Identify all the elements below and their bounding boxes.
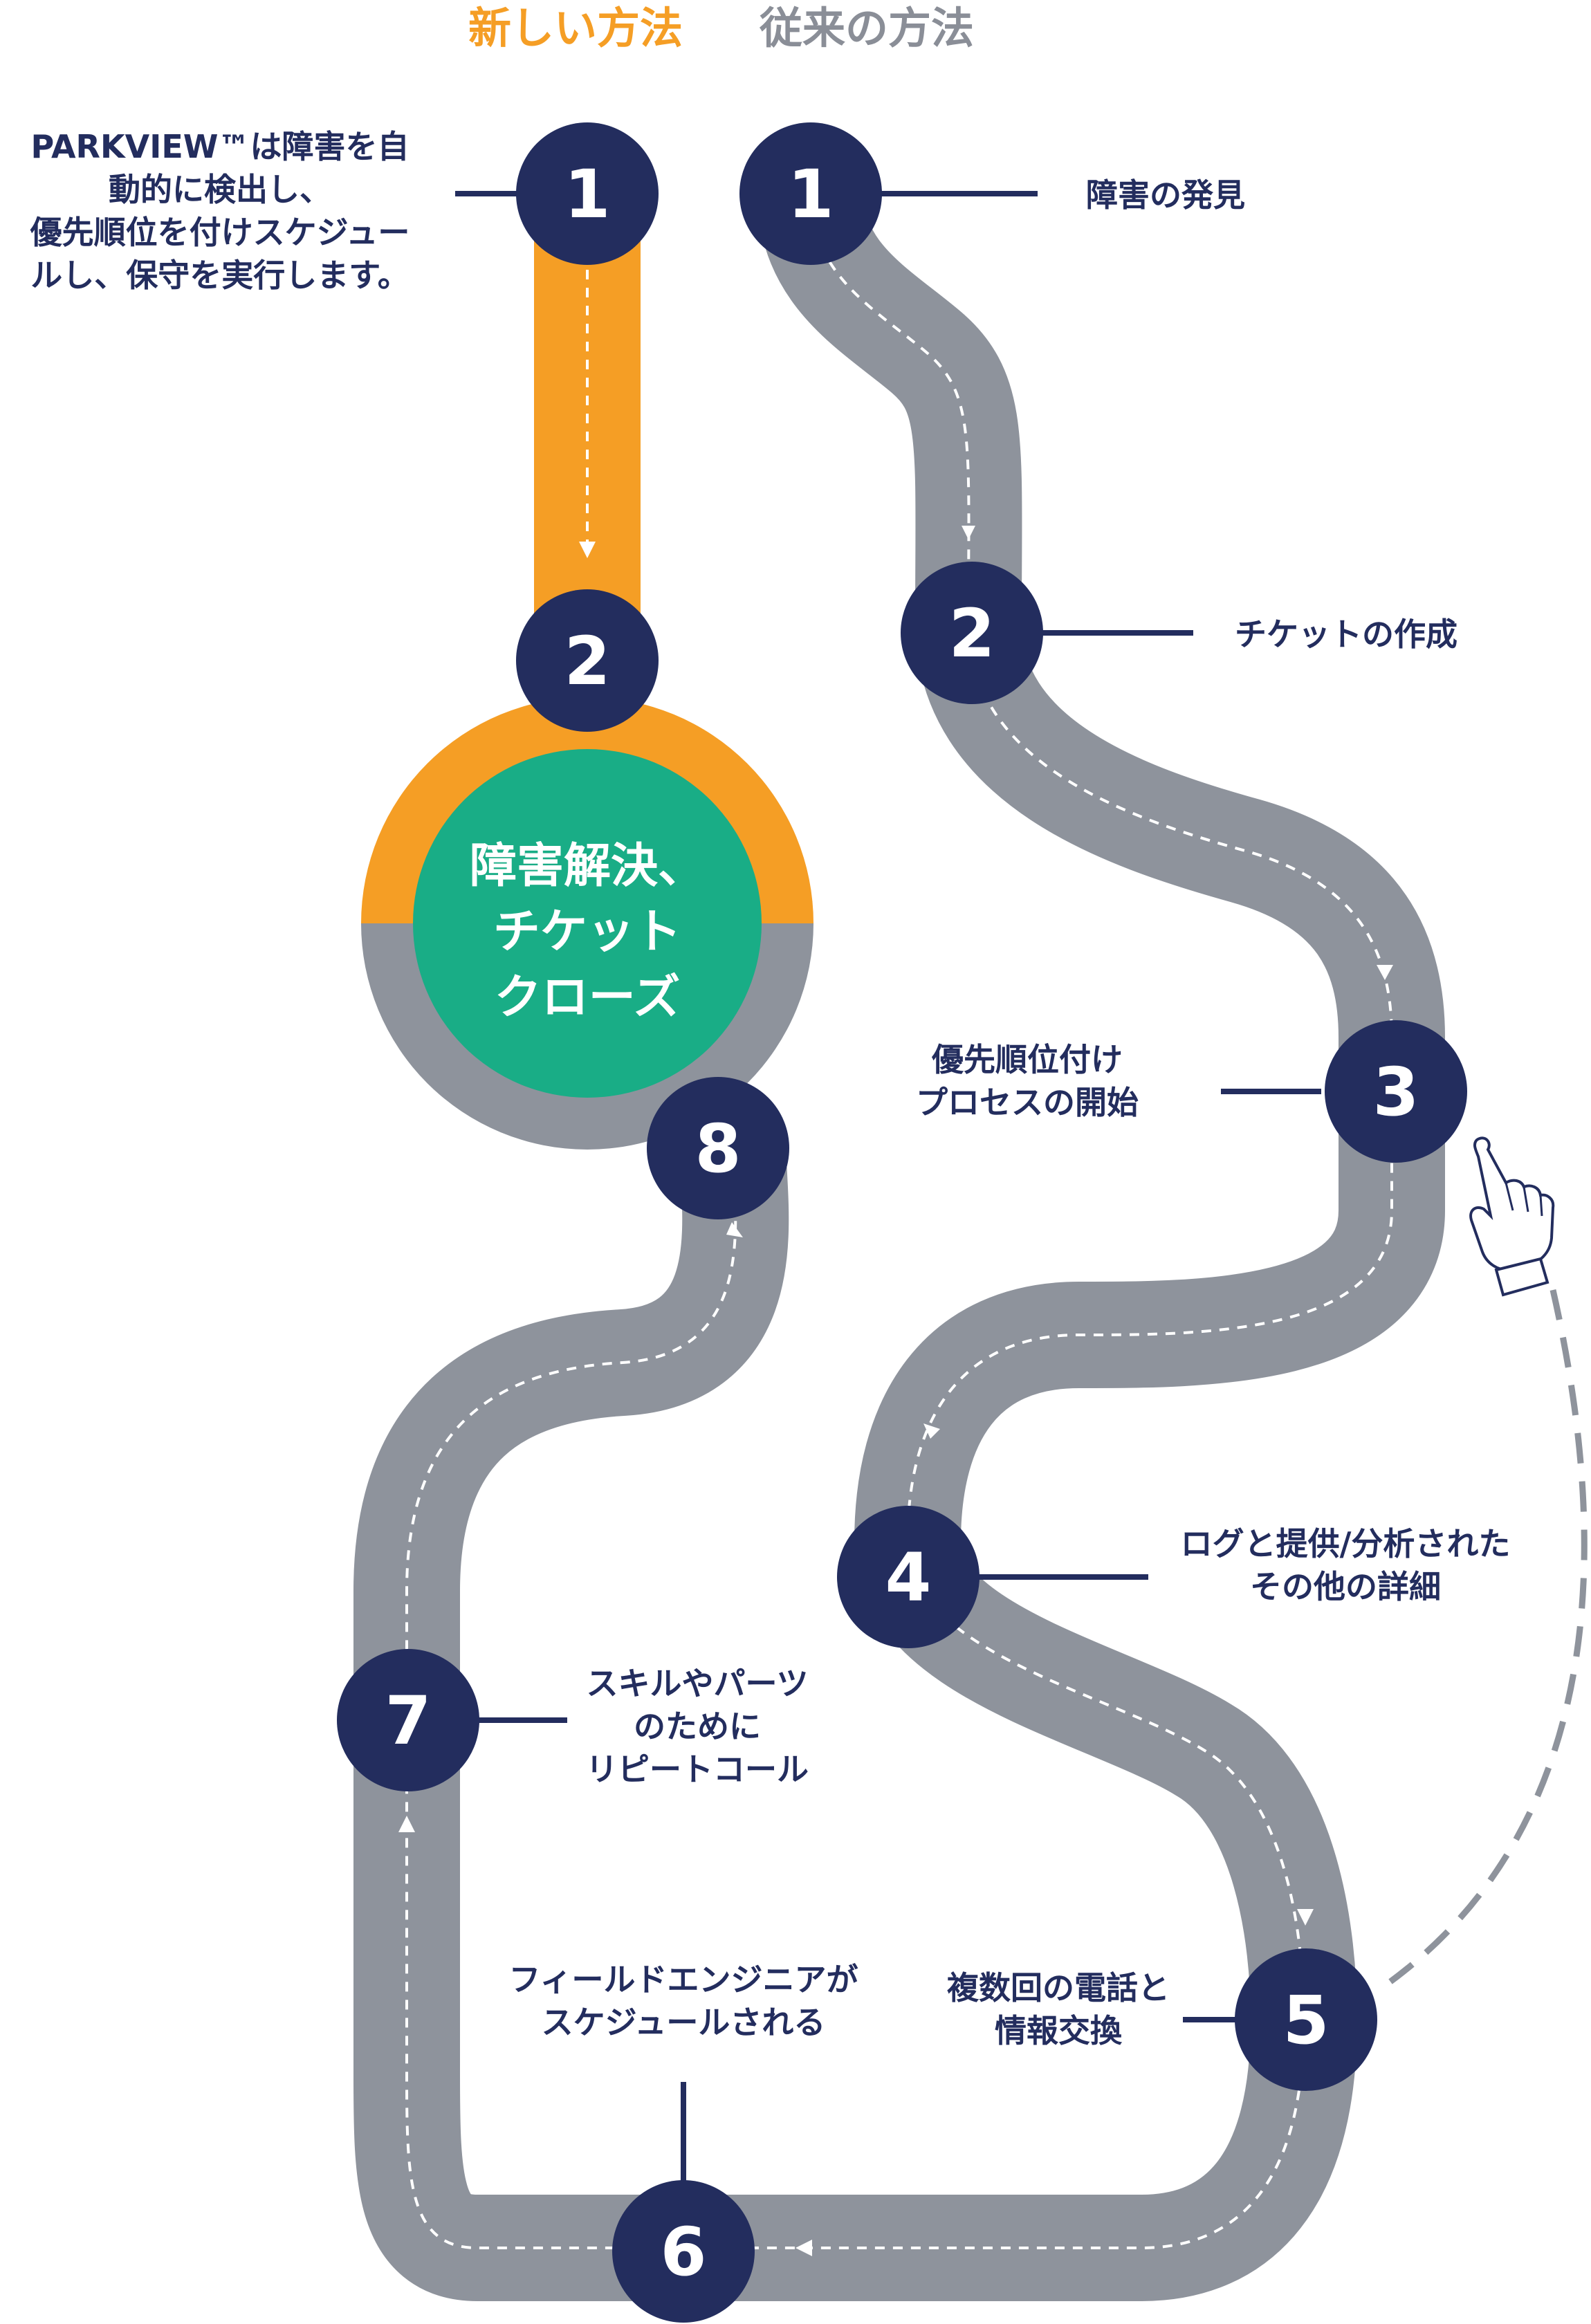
step-circle-old-7: 7 bbox=[337, 1649, 479, 1791]
svg-text:動的に検出し、: 動的に検出し、 bbox=[109, 171, 331, 208]
svg-text:その他の詳細: その他の詳細 bbox=[1250, 1568, 1441, 1605]
center-line-3: クローズ bbox=[495, 970, 681, 1025]
label-old-step-7: スキルやパーツ のために リピートコール bbox=[586, 1665, 809, 1788]
svg-text:2: 2 bbox=[564, 622, 611, 700]
header-old-method: 従来の方法 bbox=[759, 3, 974, 53]
svg-text:ルし、保守を実行します。: ルし、保守を実行します。 bbox=[30, 257, 409, 294]
label-old-step-3: 優先順位付け プロセスの開始 bbox=[916, 1041, 1139, 1121]
step-circle-old-4: 4 bbox=[837, 1506, 980, 1648]
svg-text:6: 6 bbox=[661, 2213, 707, 2291]
svg-text:スケジュールされる: スケジュールされる bbox=[542, 2004, 826, 2041]
svg-text:複数回の電話と: 複数回の電話と bbox=[947, 1969, 1170, 2007]
arrow-6-7 bbox=[398, 1816, 415, 1832]
svg-text:8: 8 bbox=[695, 1110, 742, 1188]
center-line-2: チケット bbox=[493, 905, 681, 959]
svg-text:4: 4 bbox=[885, 1539, 932, 1616]
center-line-1: 障害解決、 bbox=[470, 839, 705, 894]
svg-text:フィールドエンジニアが: フィールドエンジニアが bbox=[508, 1961, 858, 1998]
road-arrows bbox=[398, 526, 1393, 2256]
arrow-7-8 bbox=[726, 1222, 743, 1237]
svg-text:プロセスの開始: プロセスの開始 bbox=[916, 1084, 1139, 1121]
svg-text:情報交換: 情報交換 bbox=[995, 2012, 1123, 2049]
arrow-1-2 bbox=[962, 526, 975, 540]
label-old-step-4: ログと提供/分析された その他の詳細 bbox=[1181, 1525, 1511, 1605]
step-circle-old-2: 2 bbox=[901, 562, 1043, 704]
arrow-4-5 bbox=[1297, 1909, 1314, 1926]
label-old-step-1: 障害の発見 bbox=[1086, 176, 1245, 214]
svg-text:リピートコール: リピートコール bbox=[586, 1751, 809, 1788]
svg-text:ログと提供/分析された: ログと提供/分析された bbox=[1181, 1525, 1511, 1562]
arrow-5-6 bbox=[796, 2240, 812, 2256]
label-old-step-2: チケットの作成 bbox=[1235, 616, 1457, 653]
step-circle-old-5: 5 bbox=[1235, 1948, 1377, 2091]
arrow-3-4 bbox=[923, 1423, 940, 1439]
svg-text:PARKVIEW™は障害を自: PARKVIEW™は障害を自 bbox=[30, 128, 409, 165]
label-old-step-6: フィールドエンジニアが スケジュールされる bbox=[508, 1961, 858, 2041]
svg-text:5: 5 bbox=[1283, 1982, 1330, 2059]
svg-text:のために: のために bbox=[634, 1708, 761, 1745]
step-circle-new-1: 1 bbox=[516, 122, 659, 265]
svg-text:優先順位を付けスケジュー: 優先順位を付けスケジュー bbox=[30, 214, 410, 251]
step-circle-old-8: 8 bbox=[647, 1077, 789, 1219]
center-circle bbox=[413, 749, 762, 1098]
step-circle-old-3: 3 bbox=[1325, 1020, 1467, 1163]
header-new-method: 新しい方法 bbox=[468, 3, 683, 53]
label-old-step-5: 複数回の電話と 情報交換 bbox=[947, 1969, 1170, 2049]
label-new-step-1: PARKVIEW™は障害を自 動的に検出し、 優先順位を付けスケジュー ルし、保… bbox=[30, 128, 410, 294]
skip-path-dashed bbox=[1388, 1289, 1588, 1984]
svg-text:スキルやパーツ: スキルやパーツ bbox=[586, 1665, 808, 1702]
step-circle-new-2: 2 bbox=[516, 589, 659, 732]
step-circle-old-1: 1 bbox=[739, 122, 882, 265]
pointing-hand-icon bbox=[1469, 1136, 1555, 1297]
svg-text:2: 2 bbox=[949, 595, 995, 672]
svg-text:3: 3 bbox=[1373, 1053, 1419, 1131]
svg-text:7: 7 bbox=[385, 1682, 432, 1760]
arrow-2-3 bbox=[1377, 965, 1393, 980]
svg-text:優先順位付け: 優先順位付け bbox=[931, 1041, 1123, 1078]
step-circle-old-6: 6 bbox=[612, 2180, 755, 2323]
svg-text:1: 1 bbox=[564, 156, 611, 233]
connector-lines bbox=[455, 191, 1321, 2186]
svg-text:1: 1 bbox=[788, 156, 834, 233]
